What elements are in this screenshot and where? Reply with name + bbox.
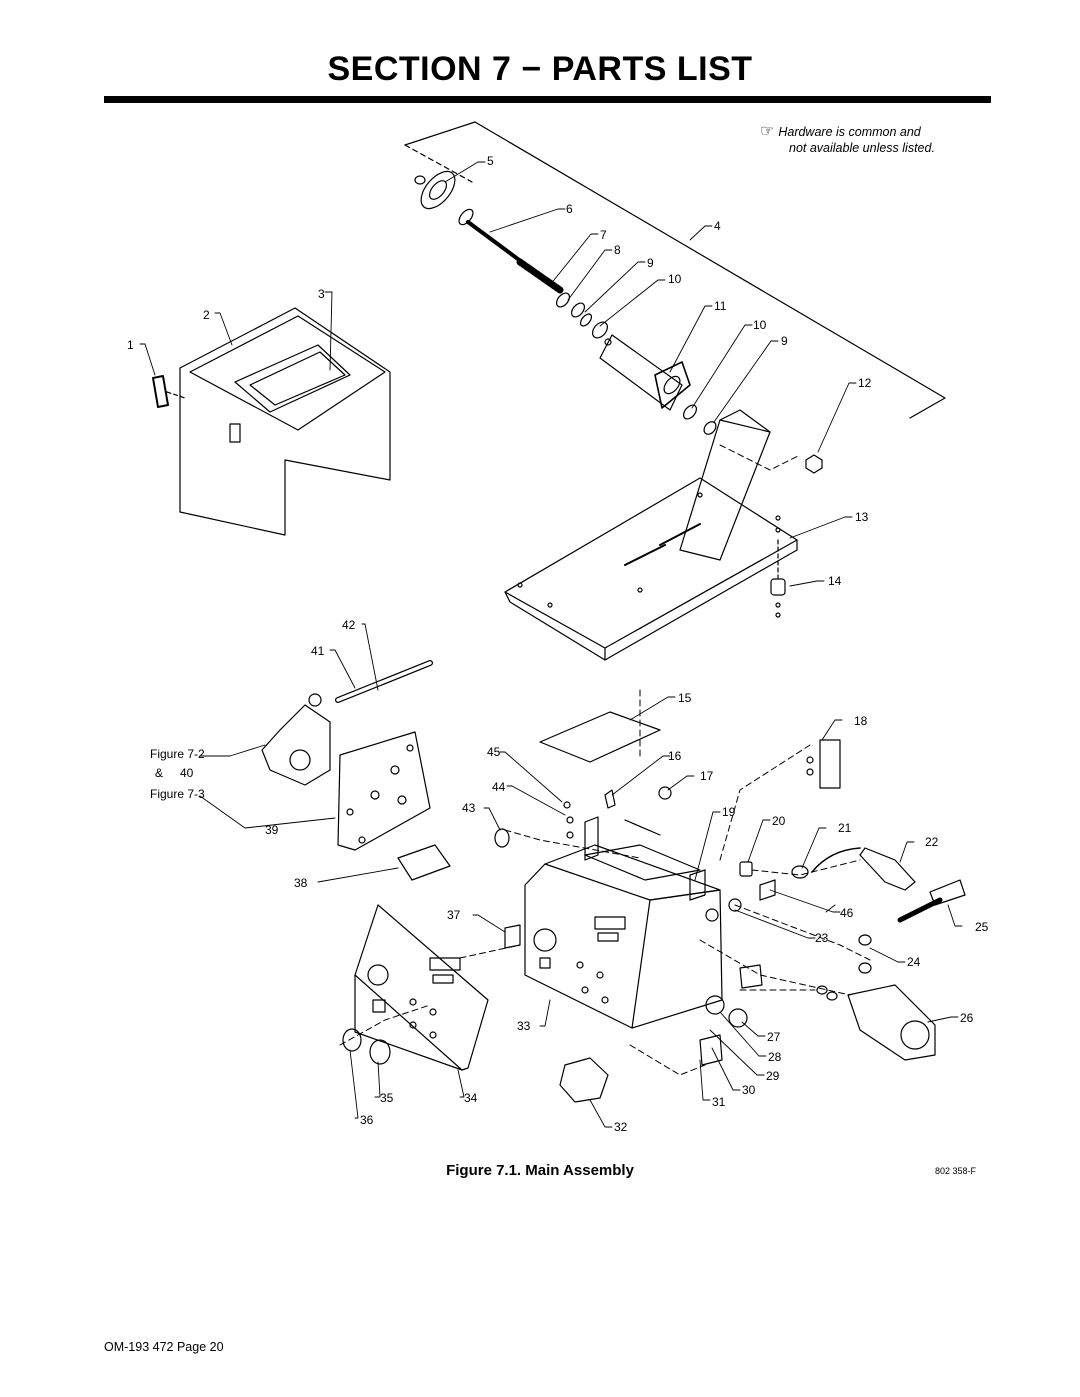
callout-29: 29 — [766, 1069, 780, 1083]
callout-33: 33 — [517, 1019, 531, 1033]
callout-6: 6 — [566, 202, 573, 216]
callout-24: 24 — [907, 955, 921, 969]
drive-assembly — [261, 660, 433, 851]
callout-5: 5 — [487, 154, 494, 168]
callout-11: 11 — [714, 299, 727, 313]
label-plate — [397, 844, 451, 881]
front-panel — [342, 904, 489, 1071]
spool-hub-assembly — [414, 170, 823, 474]
callout-37: 37 — [447, 908, 461, 922]
callout-31: 31 — [712, 1095, 726, 1109]
page-footer: OM-193 472 Page 20 — [104, 1340, 224, 1354]
callout-2: 2 — [203, 308, 210, 322]
page-title: SECTION 7 − PARTS LIST — [327, 50, 753, 88]
callout-36: 36 — [360, 1113, 374, 1127]
callout-30: 30 — [742, 1083, 756, 1097]
pointing-hand-icon: ☞ — [760, 123, 775, 140]
callout-20: 20 — [772, 814, 786, 828]
callout-9b: 9 — [781, 334, 788, 348]
callout-12: 12 — [858, 376, 872, 390]
figure-ref-amp: & — [155, 766, 164, 780]
callout-40: 40 — [180, 766, 194, 780]
callout-7: 7 — [600, 228, 607, 242]
callout-16: 16 — [668, 749, 682, 763]
callout-35: 35 — [380, 1091, 394, 1105]
hardware-note: ☞Hardware is common and not available un… — [760, 124, 935, 156]
callout-44: 44 — [492, 780, 506, 794]
callout-25: 25 — [975, 920, 989, 934]
callout-42: 42 — [342, 618, 356, 632]
chassis — [524, 816, 723, 1029]
callout-46: 46 — [840, 906, 854, 920]
callout-18: 18 — [854, 714, 868, 728]
callout-10b: 10 — [753, 318, 767, 332]
callout-13: 13 — [855, 510, 869, 524]
callout-26: 26 — [960, 1011, 974, 1025]
callout-19: 19 — [722, 805, 736, 819]
callout-14: 14 — [828, 574, 842, 588]
callout-34: 34 — [464, 1091, 478, 1105]
callout-23: 23 — [815, 931, 829, 945]
base-plate — [504, 409, 798, 661]
callout-8: 8 — [614, 243, 621, 257]
callout-39: 39 — [265, 823, 279, 837]
callout-4: 4 — [714, 219, 721, 233]
callout-41: 41 — [311, 644, 325, 658]
title-rule — [104, 96, 991, 103]
note-line-2: not available unless listed. — [789, 141, 935, 155]
callout-9: 9 — [647, 256, 654, 270]
callout-27: 27 — [767, 1030, 781, 1044]
drawing-number: 802 358-F — [935, 1166, 977, 1176]
leader-lines — [139, 161, 963, 1128]
callout-15: 15 — [678, 691, 692, 705]
callout-38: 38 — [294, 876, 308, 890]
figure-caption: Figure 7.1. Main Assembly — [446, 1162, 634, 1179]
spool-frame-outline — [404, 121, 946, 419]
callout-21: 21 — [838, 821, 852, 835]
callout-45: 45 — [487, 745, 501, 759]
dashed-connectors — [339, 444, 871, 1076]
wrapper-cover — [152, 307, 391, 536]
note-line-1: Hardware is common and — [778, 125, 921, 139]
callout-17: 17 — [700, 769, 714, 783]
small-components — [494, 739, 966, 1103]
callout-1: 1 — [127, 338, 134, 352]
callout-22: 22 — [925, 835, 939, 849]
callout-43: 43 — [462, 801, 476, 815]
callout-3: 3 — [318, 287, 325, 301]
figure-ref-7-2: Figure 7-2 — [150, 747, 205, 761]
callout-28: 28 — [768, 1050, 782, 1064]
cover-plate — [539, 711, 661, 763]
figure-ref-7-3: Figure 7-3 — [150, 787, 205, 801]
callout-32: 32 — [614, 1120, 628, 1134]
callout-10: 10 — [668, 272, 682, 286]
